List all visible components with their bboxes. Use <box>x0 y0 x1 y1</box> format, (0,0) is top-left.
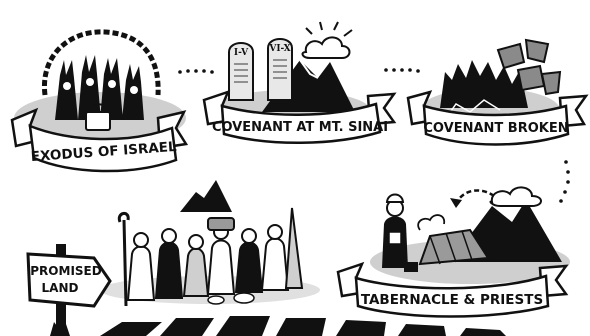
cloud-icon <box>489 186 542 207</box>
rays-icon <box>305 21 353 37</box>
connector-exodus-sinai <box>178 69 214 74</box>
banner-sinai: COVENANT AT MT. SINAI <box>202 89 397 145</box>
signpost-line-1: PROMISED <box>30 264 101 278</box>
tabernacle-tent-icon <box>404 228 490 272</box>
people-procession <box>100 180 320 307</box>
tablet-right-numerals: VI-X <box>268 44 290 54</box>
broken-tablets-icon <box>496 38 562 96</box>
banner-broken: COVENANT BROKEN <box>406 90 589 146</box>
priest-figure-icon <box>382 193 408 268</box>
crowd-silhouette-icon <box>440 60 528 108</box>
stage-label-sinai: COVENANT AT MT. SINAI <box>212 120 388 135</box>
distant-mountain-icon <box>180 180 232 212</box>
road <box>100 316 506 336</box>
tablet-left-numerals: I-V <box>234 48 249 58</box>
staff-icon <box>122 219 128 307</box>
stage-label-broken: COVENANT BROKEN <box>423 121 568 136</box>
cloud-icon <box>301 36 351 59</box>
stone-tablets-icon: I-V VI-X <box>228 38 293 101</box>
signpost-line-2: LAND <box>42 281 79 295</box>
curved-arrow-icon <box>454 189 495 205</box>
banner-exodus: EXODUS OF ISRAEL <box>10 107 189 173</box>
broken-lock-icon <box>85 111 111 131</box>
exodus-scene <box>14 29 186 144</box>
stage-label-tabernacle: TABERNACLE & PRIESTS <box>361 292 543 308</box>
flow-connectors <box>178 68 570 203</box>
tabernacle-scene <box>370 186 570 284</box>
connector-sinai-broken <box>384 68 420 73</box>
connector-broken-tabernacle <box>559 160 570 203</box>
banner-tabernacle: TABERNACLE & PRIESTS <box>336 261 569 318</box>
promised-land-signpost: PROMISED LAND <box>26 244 112 336</box>
